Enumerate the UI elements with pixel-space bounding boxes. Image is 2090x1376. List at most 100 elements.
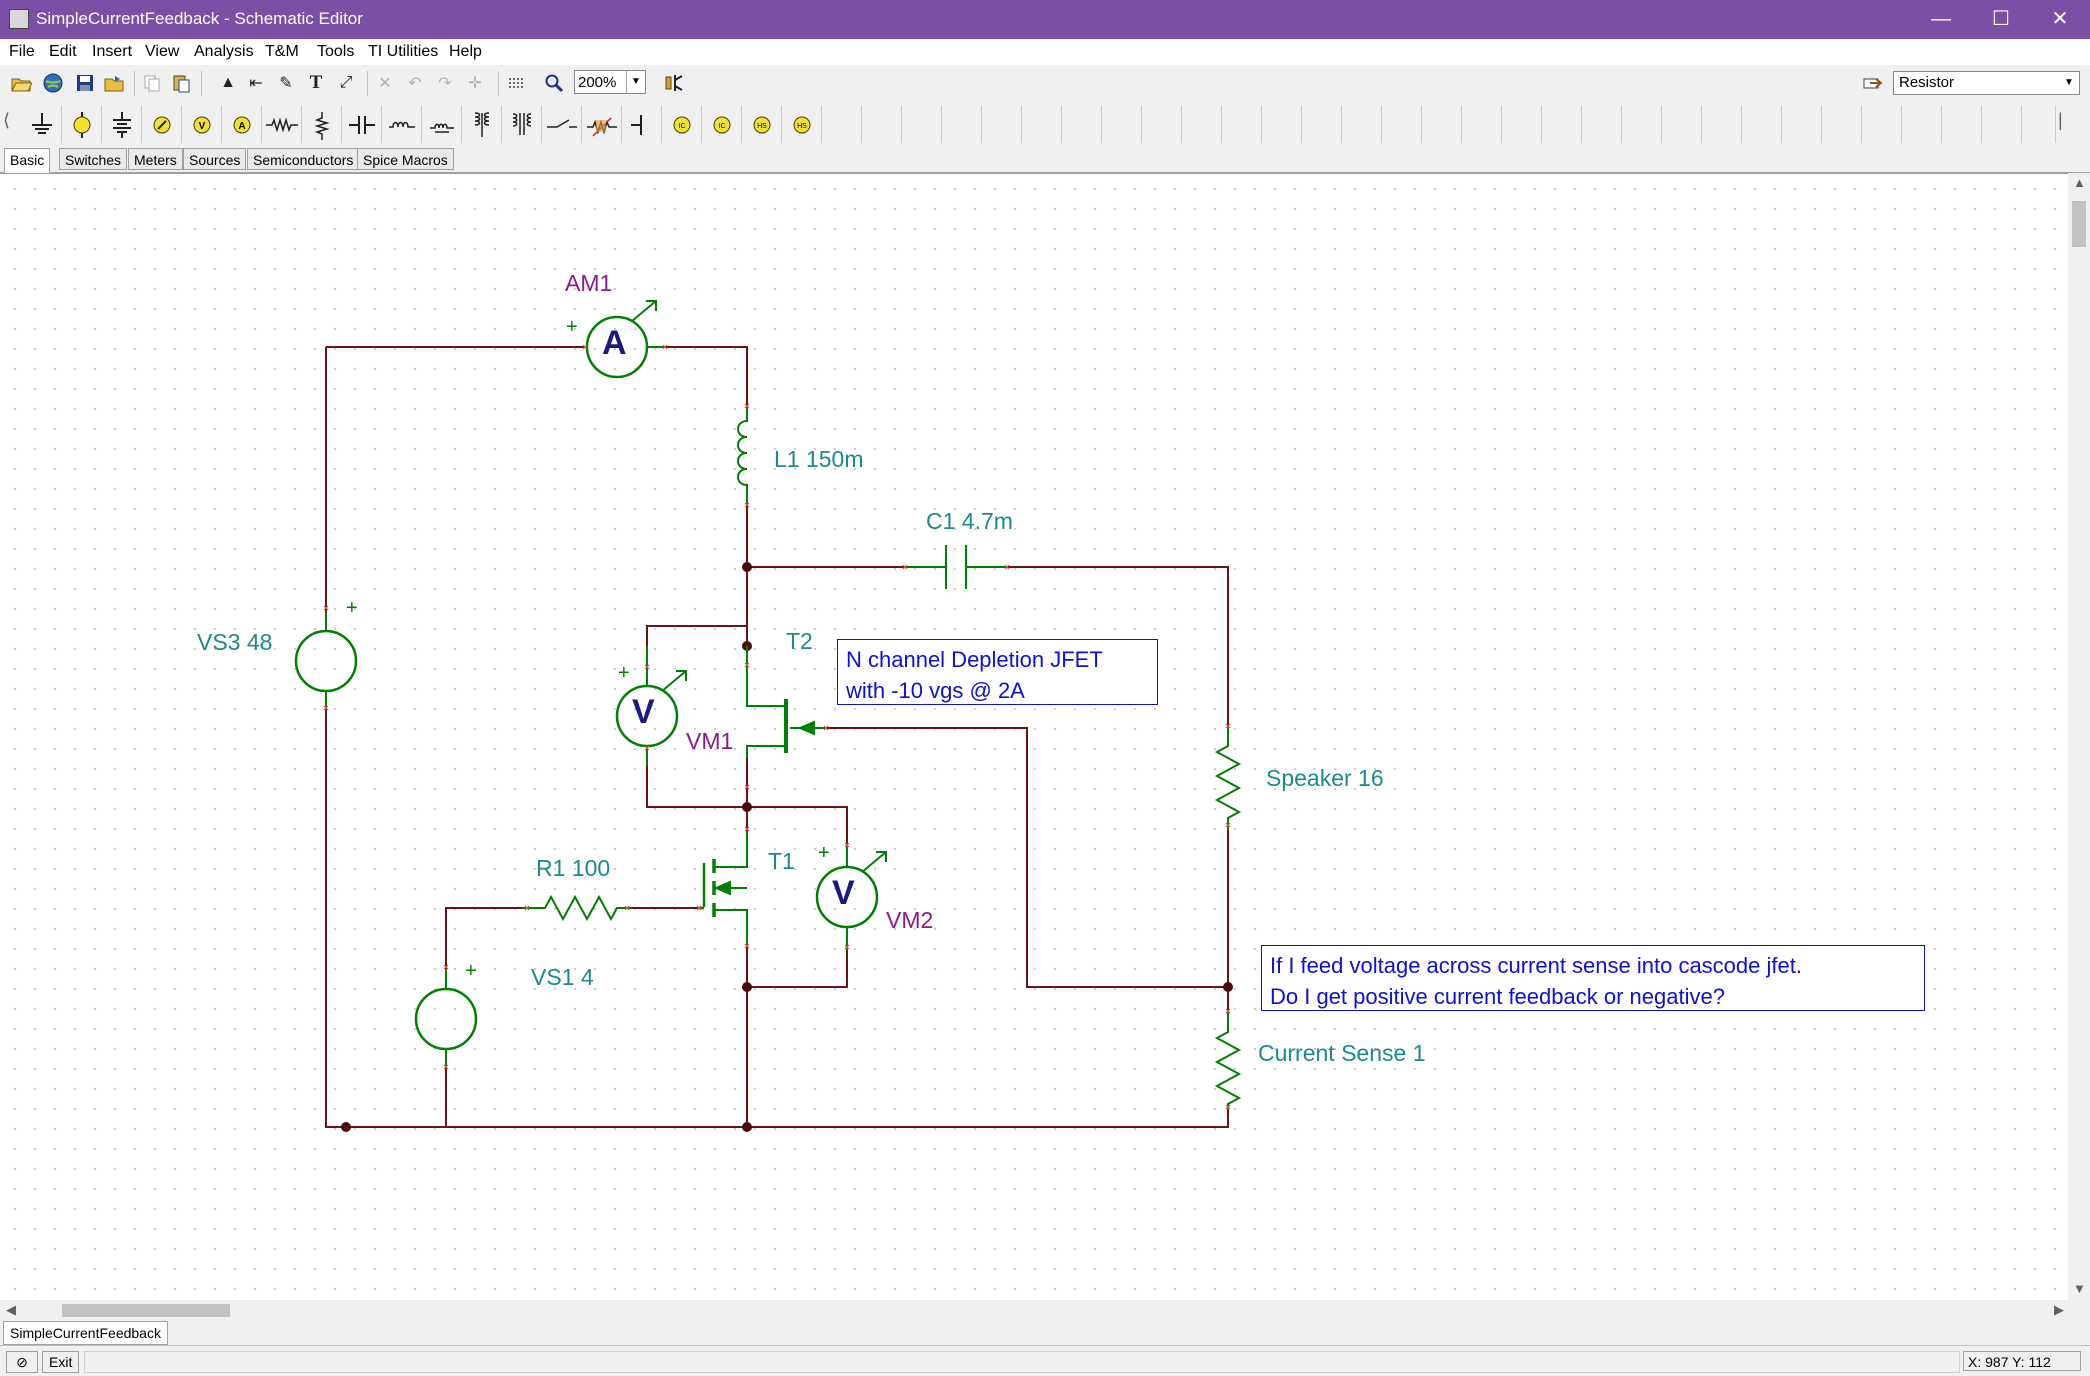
- paste-icon[interactable]: [168, 70, 194, 96]
- exit-button[interactable]: Exit: [42, 1351, 80, 1373]
- move-icon[interactable]: ✛: [468, 75, 482, 92]
- ammeter-icon[interactable]: A: [222, 106, 262, 143]
- potentiometer-icon[interactable]: [582, 106, 622, 143]
- component-select[interactable]: Resistor ▼: [1893, 71, 2080, 95]
- voltmeter-vm2-symbol: V: [832, 874, 855, 912]
- menu-tools[interactable]: Tools: [317, 43, 355, 60]
- tab-meters[interactable]: Meters: [128, 148, 183, 170]
- capacitor-icon[interactable]: [342, 106, 382, 143]
- tab-semiconductors[interactable]: Semiconductors: [247, 148, 360, 170]
- note-jfet[interactable]: N channel Depletion JFET with -10 vgs @ …: [837, 639, 1158, 705]
- tab-spice-macros[interactable]: Spice Macros: [357, 148, 454, 170]
- wire-vm2-top: [747, 806, 848, 843]
- inductor-icon[interactable]: [382, 106, 422, 143]
- vertical-scrollbar[interactable]: ▲ ▼: [2068, 173, 2090, 1300]
- vm1-label: VM1: [686, 728, 734, 754]
- pencil-icon[interactable]: ✎: [279, 75, 293, 92]
- ammeter-symbol: A: [602, 324, 627, 362]
- exit-icon[interactable]: ⊘: [6, 1351, 38, 1373]
- component-finder-icon[interactable]: [661, 70, 687, 96]
- wires: [325, 346, 1229, 1128]
- resistor-current-sense: [1214, 1012, 1242, 1110]
- open-recent-icon[interactable]: [101, 70, 127, 96]
- horizontal-scroll-thumb[interactable]: [62, 1304, 230, 1317]
- menu-bar: File Edit Insert View Analysis T&M Tools…: [0, 39, 2090, 65]
- voltage-source-icon[interactable]: [62, 106, 102, 143]
- copy-icon[interactable]: [139, 70, 165, 96]
- vm2-label: VM2: [886, 907, 934, 933]
- zoom-select[interactable]: 200% ▼: [574, 70, 646, 94]
- transformer-icon[interactable]: [422, 106, 462, 143]
- menu-analysis[interactable]: Analysis: [194, 43, 254, 60]
- voltmeter-icon[interactable]: V: [182, 106, 222, 143]
- menu-edit[interactable]: Edit: [49, 43, 77, 60]
- ground-icon[interactable]: [22, 106, 62, 143]
- speaker-label: Speaker 16: [1266, 765, 1384, 791]
- ic-icon[interactable]: IC: [662, 106, 702, 143]
- resistor-icon[interactable]: [262, 106, 302, 143]
- globe-icon[interactable]: [40, 70, 66, 96]
- coupled-inductor-icon[interactable]: [462, 106, 502, 143]
- r1-label: R1 100: [536, 855, 611, 881]
- ic-controlled-icon[interactable]: IC: [702, 106, 742, 143]
- wire-vs1-top: [445, 907, 522, 969]
- vs1-label: VS1 4: [531, 964, 594, 990]
- close-button[interactable]: ✕: [2051, 8, 2069, 30]
- hs-controlled-icon[interactable]: HS: [782, 106, 822, 143]
- undo-icon[interactable]: ↶: [408, 75, 422, 92]
- vs3-plus-label: +: [346, 597, 358, 619]
- open-folder-icon[interactable]: [8, 70, 34, 96]
- menu-insert[interactable]: Insert: [92, 43, 133, 60]
- scroll-down-icon[interactable]: ▼: [2073, 1281, 2086, 1296]
- t1-label: T1: [768, 848, 795, 874]
- schematic-drawing[interactable]: [0, 174, 2068, 1301]
- save-icon[interactable]: [72, 70, 98, 96]
- tab-sources[interactable]: Sources: [183, 148, 247, 170]
- place-component-icon[interactable]: [1860, 70, 1886, 96]
- horizontal-scrollbar[interactable]: ◀ ▶: [0, 1300, 2090, 1320]
- vertical-scroll-thumb[interactable]: [2072, 201, 2086, 247]
- junctions: [341, 562, 1233, 1132]
- tab-basic[interactable]: Basic: [4, 148, 51, 173]
- current-source-icon[interactable]: [142, 106, 182, 143]
- note-question[interactable]: If I feed voltage across current sense i…: [1261, 945, 1925, 1011]
- wire-vm2-bottom: [747, 951, 848, 988]
- delete-icon[interactable]: ✕: [378, 75, 392, 92]
- voltage-source-vs3: [294, 612, 358, 710]
- svg-text:HS: HS: [757, 123, 767, 130]
- resistor-vertical-icon[interactable]: [302, 106, 342, 143]
- grid-icon[interactable]: [503, 70, 529, 96]
- wire-select-icon[interactable]: ⇤: [249, 75, 263, 92]
- scroll-left-icon[interactable]: ◀: [6, 1302, 16, 1317]
- svg-text:A: A: [238, 121, 245, 132]
- am1-plus-label: +: [566, 316, 578, 338]
- app-icon: [9, 9, 29, 29]
- maximize-button[interactable]: ☐: [1992, 8, 2010, 30]
- tab-document[interactable]: SimpleCurrentFeedback: [3, 1321, 168, 1345]
- switch-icon[interactable]: [542, 106, 582, 143]
- scroll-right-icon[interactable]: ▶: [2054, 1302, 2064, 1317]
- hs-icon[interactable]: HS: [742, 106, 782, 143]
- zoom-icon[interactable]: [541, 70, 567, 96]
- jumper-icon[interactable]: [622, 106, 662, 143]
- battery-icon[interactable]: [102, 106, 142, 143]
- menu-ti-utilities[interactable]: TI Utilities: [368, 43, 439, 60]
- minimize-button[interactable]: —: [1931, 8, 1951, 30]
- scroll-up-icon[interactable]: ▲: [2073, 175, 2086, 190]
- menu-help[interactable]: Help: [449, 43, 482, 60]
- menu-view[interactable]: View: [145, 43, 180, 60]
- voltmeter-vm2: [815, 843, 887, 951]
- window-title: SimpleCurrentFeedback - Schematic Editor: [36, 9, 363, 28]
- palette-scroll-right-icon[interactable]: |: [2058, 110, 2063, 130]
- menu-file[interactable]: File: [9, 43, 35, 60]
- schematic-canvas[interactable]: A V V + + + + + AM1 L1 150m C1 4.7m VS3 …: [0, 173, 2068, 1301]
- redo-icon[interactable]: ↷: [438, 75, 452, 92]
- palette-scroll-left-icon[interactable]: ⟨: [3, 110, 11, 130]
- text-tool-icon[interactable]: T: [309, 72, 323, 93]
- probe-icon[interactable]: ⤢: [339, 74, 353, 91]
- toolbar: ▲ ⇤ ✎ T ⤢ ✕ ↶ ↷ ✛ 200% ▼ Resistor ▼: [0, 65, 2090, 103]
- ideal-transformer-icon[interactable]: [502, 106, 542, 143]
- tab-switches[interactable]: Switches: [59, 148, 128, 170]
- menu-tm[interactable]: T&M: [265, 43, 299, 60]
- select-arrow-icon[interactable]: ▲: [220, 74, 236, 91]
